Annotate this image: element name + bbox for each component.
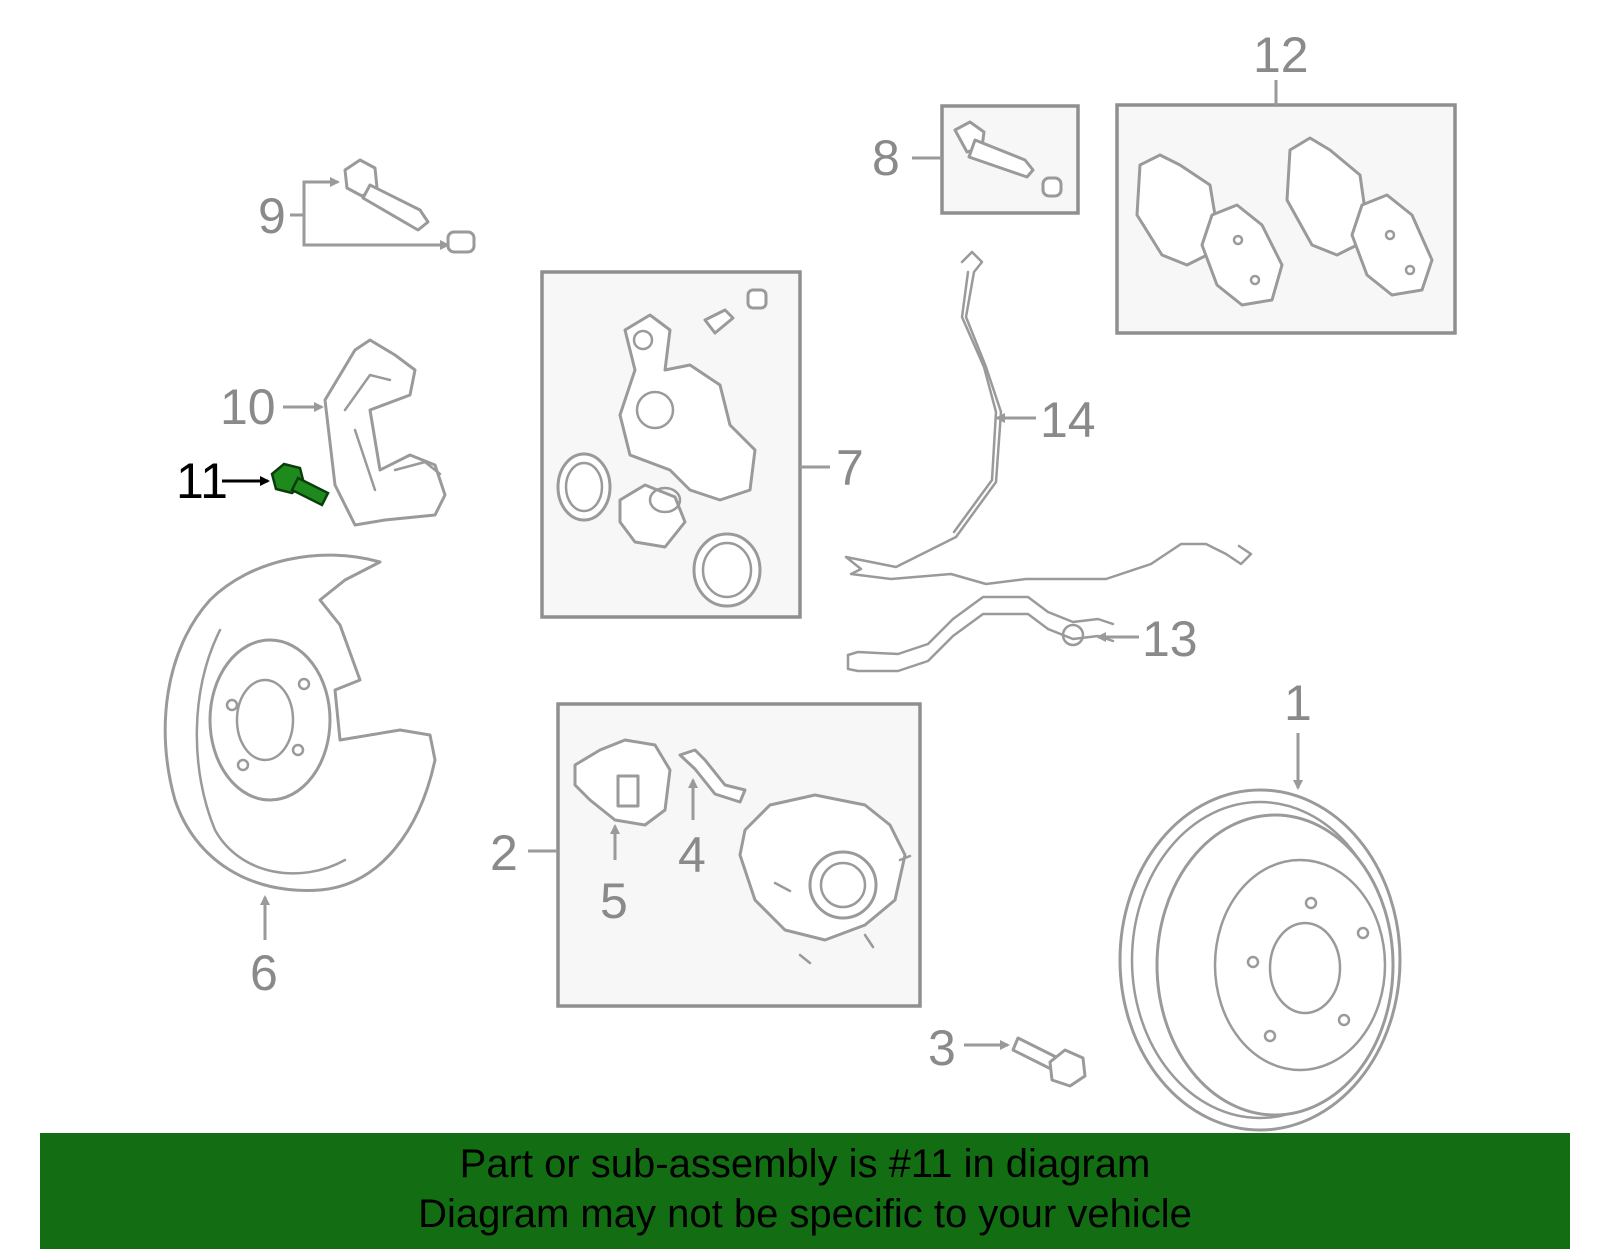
- brake-hose[interactable]: 14: [844, 250, 1253, 586]
- callout-13: 13: [1142, 611, 1198, 667]
- notice-line-1: Part or sub-assembly is #11 in diagram: [459, 1142, 1151, 1186]
- callout-4: 4: [678, 827, 706, 883]
- callout-9: 9: [258, 188, 286, 244]
- callout-14: 14: [1040, 392, 1096, 448]
- notice-line-2: Diagram may not be specific to your vehi…: [418, 1192, 1192, 1236]
- caliper-assembly-box[interactable]: 7: [540, 270, 864, 619]
- callout-10: 10: [220, 379, 276, 435]
- callout-6: 6: [250, 945, 278, 1001]
- callout-12: 12: [1253, 27, 1309, 83]
- caliper-bracket[interactable]: 10: [220, 338, 447, 527]
- dust-shield[interactable]: 6: [163, 553, 437, 1001]
- hub-bearing: [573, 738, 912, 965]
- callout-1: 1: [1284, 675, 1312, 731]
- guide-pin-kit[interactable]: 9: [258, 158, 476, 254]
- callout-7: 7: [836, 440, 864, 496]
- brake-pad-set-box[interactable]: 12: [1115, 27, 1457, 335]
- callout-3: 3: [928, 1020, 956, 1076]
- brake-pads: [1135, 136, 1434, 307]
- brake-rotor[interactable]: 1: [1118, 675, 1402, 1132]
- hub-assembly-box[interactable]: 5 4 2: [490, 702, 922, 1008]
- callout-11: 11: [176, 453, 228, 509]
- callout-5: 5: [600, 873, 628, 929]
- notice-banner: Part or sub-assembly is #11 in diagram D…: [40, 1133, 1570, 1249]
- abs-sensor[interactable]: 13: [846, 595, 1198, 673]
- callout-2: 2: [490, 825, 518, 881]
- callout-8: 8: [872, 130, 900, 186]
- caliper-body: [556, 288, 768, 608]
- guide-pin-box[interactable]: 8: [872, 104, 1080, 215]
- bolt[interactable]: 3: [928, 1020, 1087, 1088]
- highlighted-bolt[interactable]: 11: [176, 453, 330, 509]
- guide-pin: [953, 120, 1063, 198]
